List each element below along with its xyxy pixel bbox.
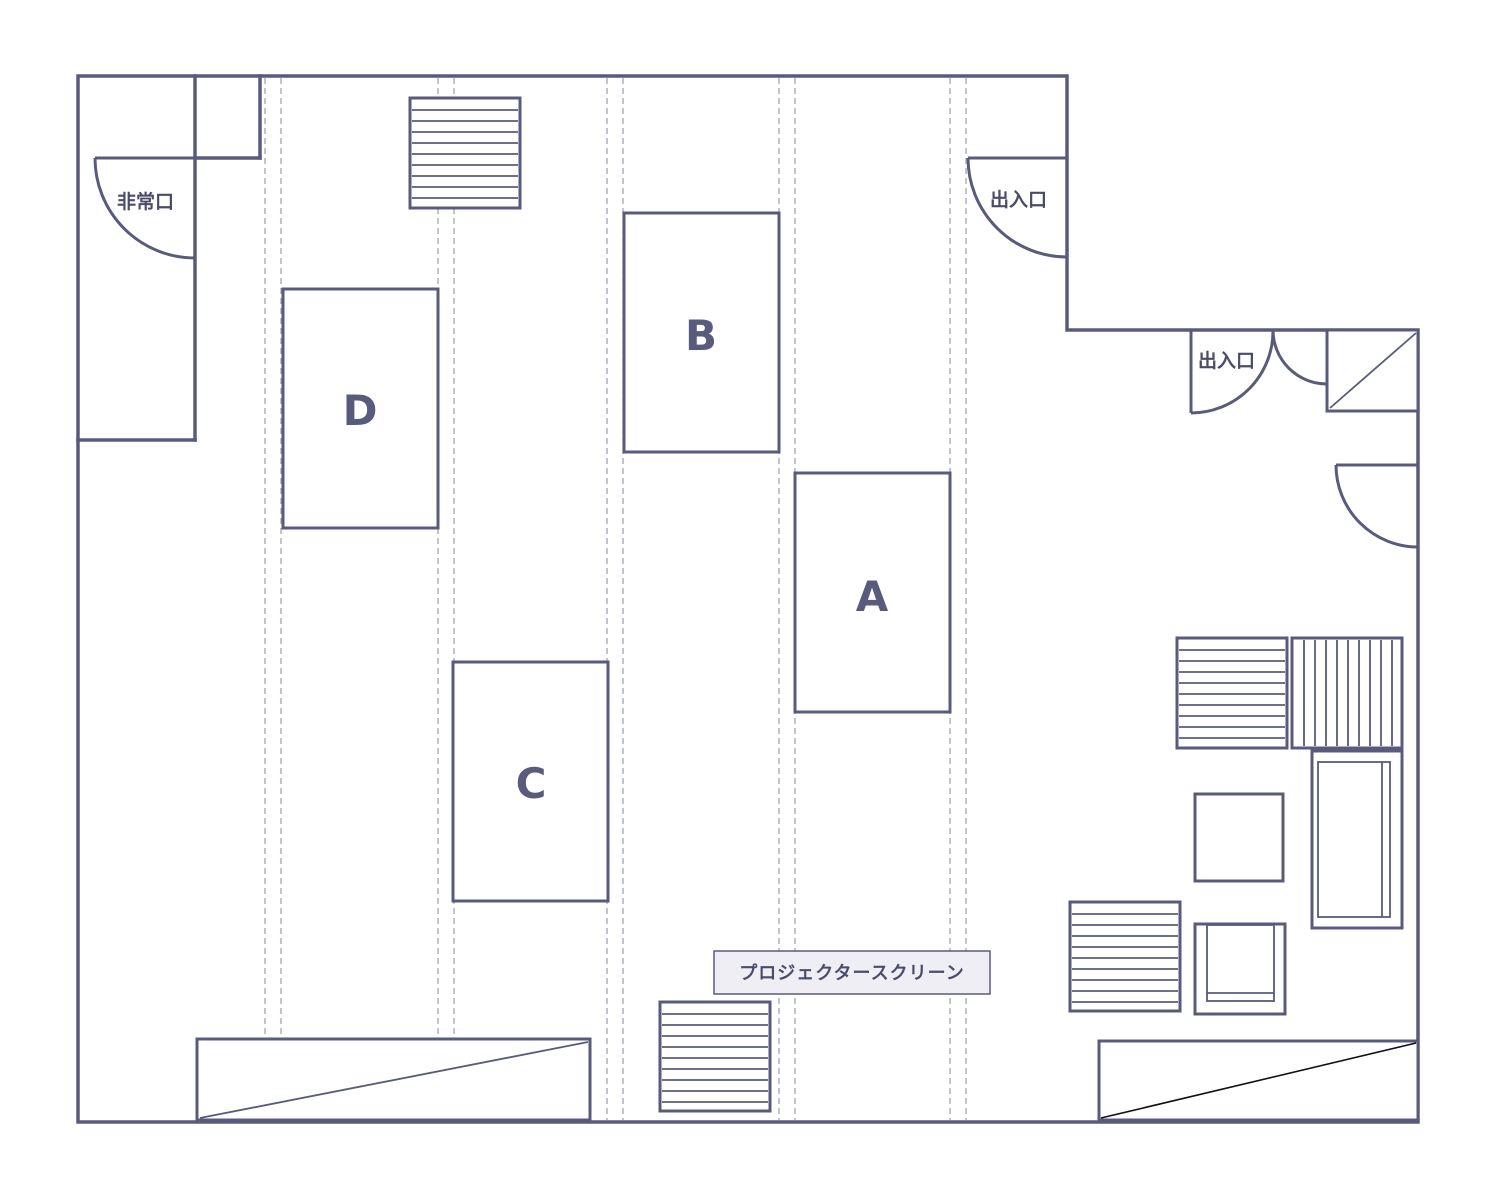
entrance-label-right: 出入口 — [1198, 349, 1255, 372]
lounge-striped-table-small — [1068, 900, 1182, 1013]
bottom-left-stage — [195, 1037, 592, 1122]
projector-screen: プロジェクタースクリーン — [713, 950, 991, 995]
right-closet — [1325, 328, 1420, 413]
projector-screen-label: プロジェクタースクリーン — [739, 962, 964, 984]
entrance-door-right — [1189, 329, 1328, 415]
booth-b: B — [622, 211, 781, 454]
lounge-armchair — [1193, 922, 1287, 1016]
svg-text:A: A — [856, 572, 889, 621]
svg-text:B: B — [685, 311, 717, 360]
svg-text:C: C — [516, 759, 547, 808]
top-left-room — [76, 74, 262, 442]
svg-text:D: D — [343, 386, 378, 435]
striped-table-top — [408, 96, 522, 210]
lounge-striped-table-vertical — [1290, 636, 1404, 750]
lounge-striped-table-horizontal — [1175, 636, 1289, 750]
side-door-right — [1334, 463, 1419, 549]
emergency-exit-label: 非常口 — [117, 190, 174, 213]
entrance-label-top: 出入口 — [990, 188, 1047, 211]
entrance-door-top — [966, 156, 1068, 259]
bottom-right-stage — [1097, 1039, 1420, 1122]
striped-table-bottom — [658, 1000, 772, 1113]
booth-c: C — [451, 660, 610, 903]
lounge-sofa — [1310, 749, 1404, 930]
booth-a: A — [793, 471, 952, 714]
lounge-side-table — [1193, 792, 1285, 883]
emergency-exit-door — [93, 156, 196, 260]
booth-d: D — [281, 287, 440, 530]
